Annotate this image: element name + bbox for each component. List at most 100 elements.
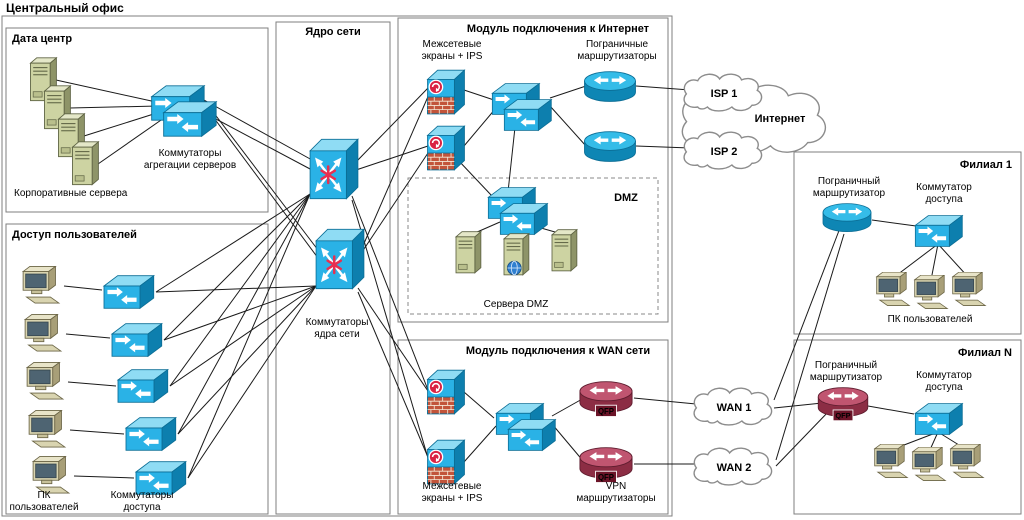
- core-switches-label: Коммутаторы: [306, 317, 369, 328]
- firewall-ips-icon: [426, 369, 466, 415]
- branch-access-switch-icon: [914, 215, 963, 247]
- internet-module-title: Модуль подключения к Интернет: [467, 23, 650, 35]
- link: [635, 145, 691, 149]
- branch1-router-label: Пограничный: [818, 176, 880, 187]
- access-switch-icon: [103, 275, 155, 309]
- link: [551, 397, 585, 417]
- wan-module-box: [397, 339, 669, 515]
- link: [773, 227, 841, 401]
- link: [169, 285, 317, 387]
- link: [155, 285, 317, 293]
- link: [65, 333, 111, 339]
- page-title: Центральный офис: [6, 1, 124, 15]
- link: [549, 105, 587, 147]
- user-pc-icon: [24, 314, 62, 352]
- branch-border-router-icon: [817, 387, 869, 422]
- link: [635, 85, 691, 91]
- internet-cloud-label: Интернет: [755, 113, 806, 125]
- link: [155, 193, 311, 293]
- link: [930, 243, 939, 281]
- vpn-router-icon: [579, 381, 633, 417]
- border-routers-label: Пограничные: [586, 39, 649, 50]
- user-pc-icon: [32, 456, 70, 494]
- core-switch-icon: [314, 228, 366, 290]
- branch-pc-icon: [876, 272, 910, 306]
- connection-lines: [55, 79, 970, 479]
- region-boxes: [1, 15, 1022, 517]
- link: [361, 91, 431, 249]
- link: [355, 87, 429, 163]
- wan-module-title: Модуль подключения к WAN сети: [466, 345, 650, 357]
- user-pc-icon: [22, 266, 60, 304]
- internet-firewalls-label: экраны + IPS: [422, 51, 483, 62]
- internet-module-box: [397, 17, 669, 323]
- link: [187, 193, 311, 479]
- dmz-box: [407, 177, 659, 315]
- user-pcs-label: пользователей: [9, 502, 78, 513]
- core-switches-label: ядра сети: [314, 329, 360, 340]
- link: [203, 99, 313, 161]
- branchN-title: Филиал N: [958, 347, 1012, 359]
- branch-access-switch-icon: [914, 403, 963, 435]
- link: [163, 193, 311, 341]
- link: [83, 111, 161, 137]
- wan-switch-icon: [507, 419, 556, 451]
- user-access-title: Доступ пользователей: [12, 229, 137, 241]
- wan-firewalls-label: Межсетевые: [423, 481, 482, 492]
- link: [775, 233, 845, 461]
- link: [73, 475, 135, 479]
- link: [457, 159, 493, 197]
- link: [69, 105, 159, 109]
- link: [463, 391, 495, 419]
- corporate-servers-label: Корпоративные сервера: [14, 188, 128, 199]
- branchN-box: [793, 339, 1022, 515]
- access-switches-label: Коммутаторы: [111, 490, 174, 501]
- firewall-ips-icon: [426, 439, 466, 485]
- link: [213, 117, 319, 259]
- wan1-cloud-label: WAN 1: [717, 402, 752, 414]
- branch1-router-label: маршрутизатор: [813, 188, 886, 199]
- branchN-router-label: Пограничный: [815, 360, 877, 371]
- dmz-web-server-icon: [503, 233, 530, 276]
- link: [203, 99, 319, 251]
- link: [463, 89, 495, 101]
- link: [69, 429, 125, 435]
- link: [463, 107, 497, 147]
- branch1-switch-label: Коммутатор: [916, 182, 972, 193]
- internet-firewalls-label: Межсетевые: [423, 39, 482, 50]
- link: [867, 405, 915, 415]
- vpn-router-icon: [579, 447, 633, 483]
- link: [163, 285, 317, 341]
- wan-firewalls-label: экраны + IPS: [422, 493, 483, 504]
- link: [357, 291, 431, 463]
- link: [213, 117, 313, 171]
- border-router-icon: [584, 131, 636, 162]
- link: [351, 199, 429, 459]
- access-switches-label: доступа: [123, 502, 161, 513]
- user-pc-icon: [28, 410, 66, 448]
- link: [551, 423, 585, 463]
- vpn-routers-label: маршрутизаторы: [576, 493, 655, 504]
- aggregation-switches-label: Коммутаторы: [159, 148, 222, 159]
- link: [351, 195, 429, 391]
- branch1-title: Филиал 1: [960, 159, 1012, 171]
- firewall-ips-icon: [426, 125, 466, 171]
- branch-pc-icon: [874, 444, 908, 478]
- link: [355, 145, 429, 171]
- aggregation-switch-icon: [163, 101, 217, 137]
- user-pc-icon: [26, 362, 64, 400]
- dmz-server-icon: [455, 231, 482, 274]
- firewall-ips-icon: [426, 69, 466, 115]
- link: [361, 149, 431, 253]
- dmz-servers-label: Сервера DMZ: [484, 299, 549, 310]
- branch1-switch-label: доступа: [925, 194, 963, 205]
- link: [871, 219, 917, 227]
- dmz-switch-icon: [499, 203, 548, 235]
- diagram-labels: Центральный офис Дата центр Корпоративны…: [6, 1, 1012, 513]
- access-switch-icon: [125, 417, 177, 451]
- branch-pc-icon: [914, 275, 948, 309]
- branch-pc-icon: [952, 272, 986, 306]
- internet-switch-icon: [503, 99, 552, 131]
